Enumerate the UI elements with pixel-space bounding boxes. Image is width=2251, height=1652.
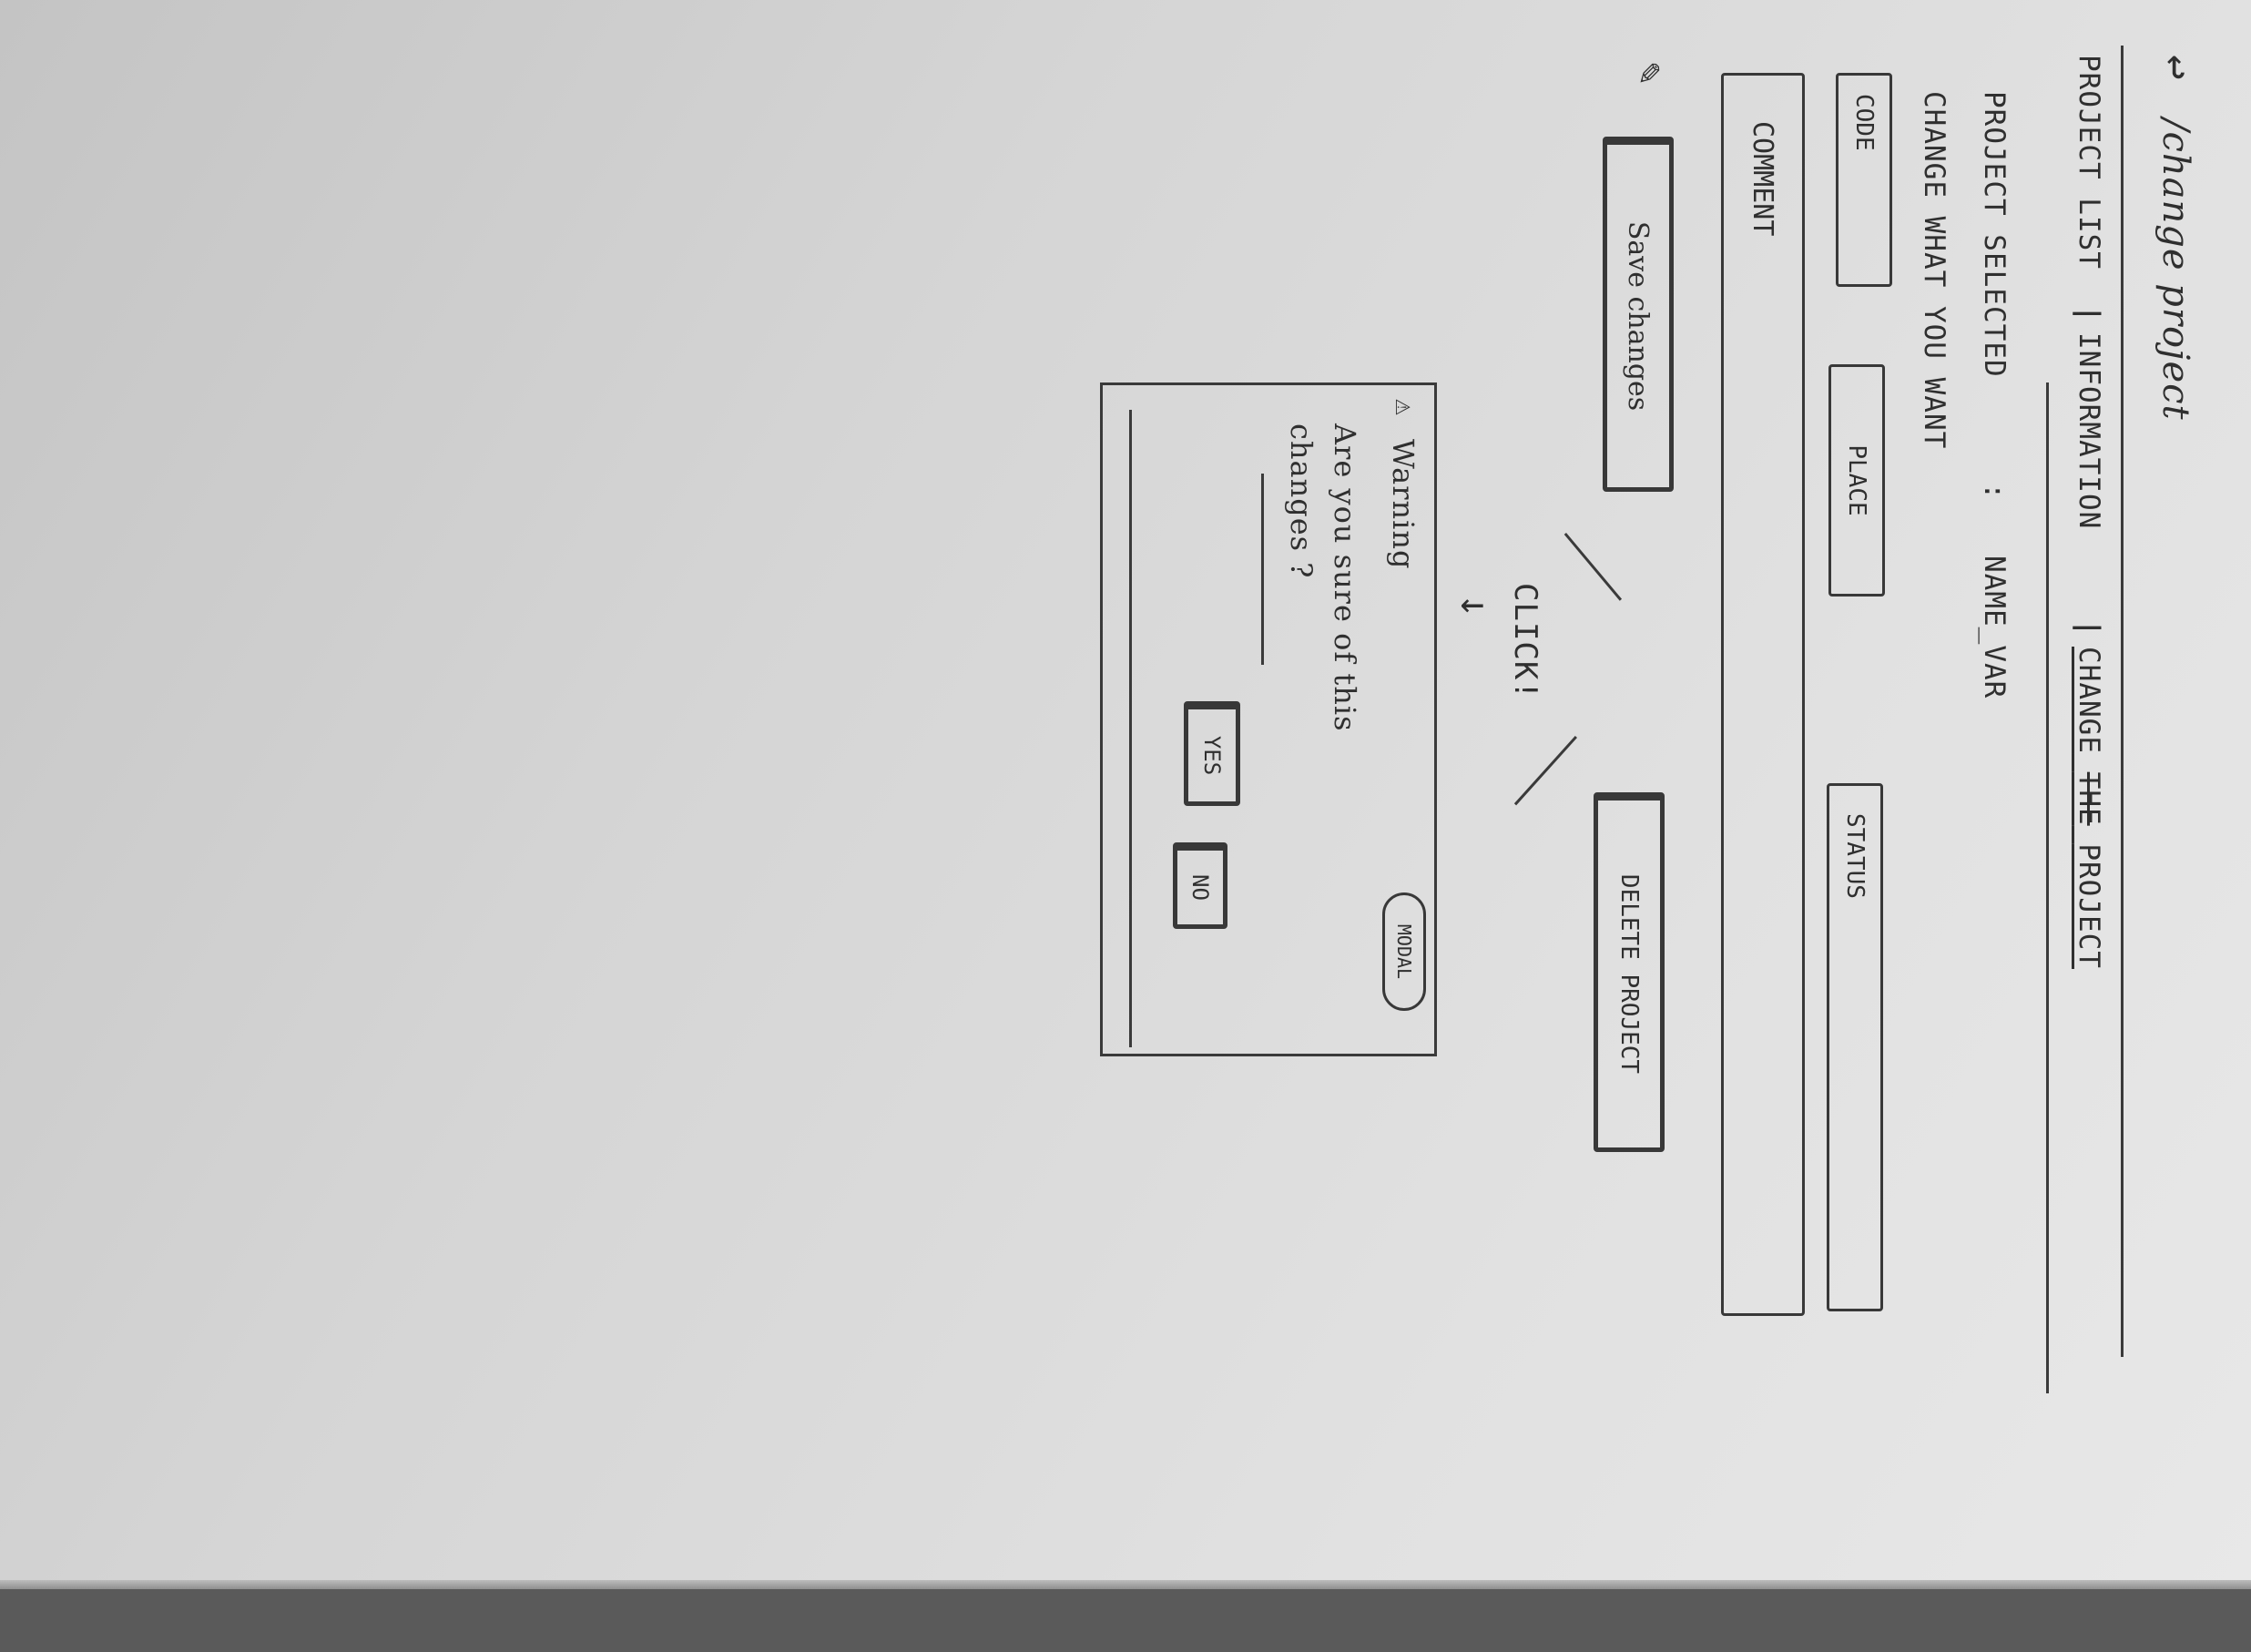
connector-line [1563,533,1623,601]
modal-yes-button[interactable]: YES [1184,701,1240,806]
nav-top-divider [2121,46,2124,1357]
comment-field-label: COMMENT [1747,121,1779,237]
nav-bottom-divider [2046,382,2049,1393]
project-selected-value: NAME_VAR [1978,556,2011,699]
click-annotation: CLICK! [1507,583,1543,700]
modal-no-button[interactable]: NO [1173,842,1227,929]
nav-separator: | [2073,305,2105,323]
nav-item-project-label: PROJECT [2073,843,2105,969]
status-field[interactable]: STATUS [1827,783,1883,1311]
delete-project-button[interactable]: DELETE PROJECT [1594,792,1665,1152]
nav-item-information[interactable]: INFORMATION [2073,332,2105,530]
modal-no-label: NO [1187,874,1213,901]
instructions-text: CHANGE WHAT YOU WANT [1918,91,1951,450]
wireframe-sketch: ↩ /change project PROJECT LIST | INFORMA… [1093,18,2222,1621]
down-arrow-icon: ↓ [1451,594,1498,619]
modal-yes-label: YES [1199,735,1225,776]
project-selected-colon: : [1978,483,2011,501]
modal-message-line1: Are you sure of this [1328,423,1362,732]
code-field-label: CODE [1850,94,1878,151]
nav-item-change-label: CHANGE [2073,647,2105,754]
warning-icon: ⚠ [1389,399,1421,417]
modal-left-border [1100,382,1437,385]
modal-tag-label: MODAL [1393,923,1415,980]
nav-separator: | [2073,619,2105,637]
modal-outer-shadow-line [1129,410,1132,1047]
modal-tag: MODAL [1382,892,1426,1011]
delete-project-label: DELETE PROJECT [1615,873,1643,1075]
place-field-label: PLACE [1843,444,1870,516]
nav-item-struck-word: THE [2073,771,2105,826]
modal-message-line2: changes ? [1284,423,1319,579]
project-selected-label: PROJECT SELECTED [1978,91,2011,378]
nav-item-project-list[interactable]: PROJECT LIST [2073,55,2105,270]
status-field-label: STATUS [1841,813,1869,899]
modal-right-border [1100,1054,1437,1056]
code-field[interactable]: CODE [1836,73,1892,287]
place-field[interactable]: PLACE [1828,364,1885,597]
table-surface [0,1589,2251,1652]
modal-bottom-border [1100,382,1103,1056]
page-path: /change project [2154,118,2196,421]
save-changes-label: Save changes [1622,220,1655,412]
connector-line [1513,735,1577,806]
modal-title: Warning [1386,439,1421,570]
back-arrow-icon[interactable]: ↩ [2153,55,2202,81]
nav-item-change-project[interactable]: CHANGE THE PROJECT [2073,647,2105,969]
comment-field[interactable]: COMMENT [1721,73,1805,1316]
confirm-modal: ⚠ Warning MODAL Are you sure of this cha… [1100,382,1437,1056]
modal-top-border [1434,382,1437,1056]
modal-message-underline [1261,474,1264,665]
nav-bar: PROJECT LIST | INFORMATION | CHANGE THE … [2060,55,2105,1330]
save-changes-button[interactable]: Save changes [1603,137,1674,492]
edit-icon: ✎ [1629,62,1671,86]
